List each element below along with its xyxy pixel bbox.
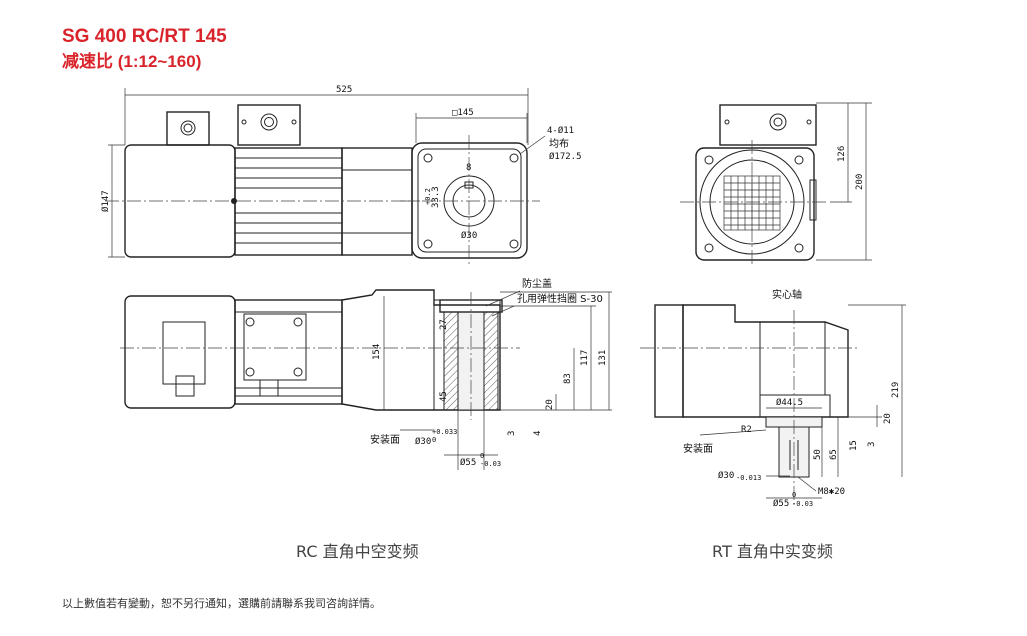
dim-65: 65	[829, 449, 839, 460]
dim-thread: M8✱20	[818, 487, 845, 497]
dim-r2: R2	[741, 425, 752, 435]
dim-27: 27	[439, 319, 449, 330]
dim-50: 50	[813, 449, 823, 460]
dim-117: 117	[580, 350, 590, 366]
rc-section-view: 防尘盖 孔用弹性挡圈 S-30 154 131 117 83 20 27 45 …	[120, 277, 612, 470]
dim-overall-length: 525	[336, 85, 352, 95]
dim-height-126: 126	[837, 146, 847, 162]
dim-154: 154	[372, 344, 382, 360]
label-mount-face-rc: 安装面	[370, 433, 400, 446]
dim-key-depth-tol: +0.2	[424, 188, 432, 205]
dim-shaft-rt: Ø30	[718, 470, 734, 481]
dim-flange-square: □145	[452, 108, 474, 118]
dim-spigot-rt-tol-lo: -0.03	[792, 500, 813, 508]
dim-bolt-holes: 4-Ø11	[547, 125, 574, 136]
dim-key-width: 8	[466, 163, 471, 173]
label-circlip: 孔用弹性挡圈 S-30	[517, 292, 603, 305]
dim-83: 83	[563, 373, 573, 384]
dim-20-rt: 20	[883, 413, 893, 424]
caption-rc: RC 直角中空变频	[296, 542, 419, 561]
dim-shaft-rt-tol: -0.013	[736, 474, 761, 482]
label-even: 均布	[549, 138, 569, 150]
dim-4: 4	[533, 431, 543, 436]
label-solid-shaft: 实心轴	[772, 288, 802, 301]
dim-bore-rc-tol: +0.033	[432, 428, 457, 436]
dim-45: 45	[439, 391, 449, 402]
top-side-view: 525 Ø147	[100, 85, 582, 265]
dim-219: 219	[891, 382, 901, 398]
dim-spigot-rc: Ø55	[460, 457, 476, 468]
dim-spigot-rc-tol-hi: 0	[480, 452, 484, 460]
rt-view: 实心轴 219 20 Ø44.5 R2 50 65 15 3 安装面 Ø30 -…	[640, 288, 906, 509]
dim-3-rt: 3	[867, 442, 877, 447]
dim-44-5: Ø44.5	[776, 397, 803, 408]
ratio-subtitle: 减速比 (1:12~160)	[62, 52, 202, 71]
dim-spigot-rt: Ø55	[773, 498, 789, 509]
dim-key-depth: 33.3	[431, 186, 441, 208]
dim-pcd: Ø172.5	[549, 151, 582, 162]
dim-131: 131	[598, 350, 608, 366]
footnote: 以上數值若有變動，恕不另行通知，選購前請聯系我司咨詢詳情。	[62, 597, 381, 610]
dim-shaft-bore: Ø30	[461, 230, 477, 241]
dim-bore-rc: Ø30	[415, 436, 431, 447]
dim-20: 20	[545, 399, 555, 410]
dim-body-dia: Ø147	[100, 190, 111, 212]
dim-3: 3	[507, 431, 517, 436]
dim-height-200: 200	[855, 174, 865, 190]
end-view: 126 200	[680, 102, 872, 265]
caption-rt: RT 直角中实变频	[712, 542, 833, 561]
dim-15: 15	[849, 440, 859, 451]
label-mount-face-rt: 安装面	[683, 442, 713, 455]
model-title: SG 400 RC/RT 145	[62, 26, 227, 47]
dim-spigot-rc-tol-lo: -0.03	[480, 460, 501, 468]
dim-spigot-rt-tol-hi: 0	[792, 491, 796, 499]
label-dust-cover: 防尘盖	[522, 277, 552, 290]
dim-bore-rc-tol-lo: 0	[432, 436, 436, 444]
